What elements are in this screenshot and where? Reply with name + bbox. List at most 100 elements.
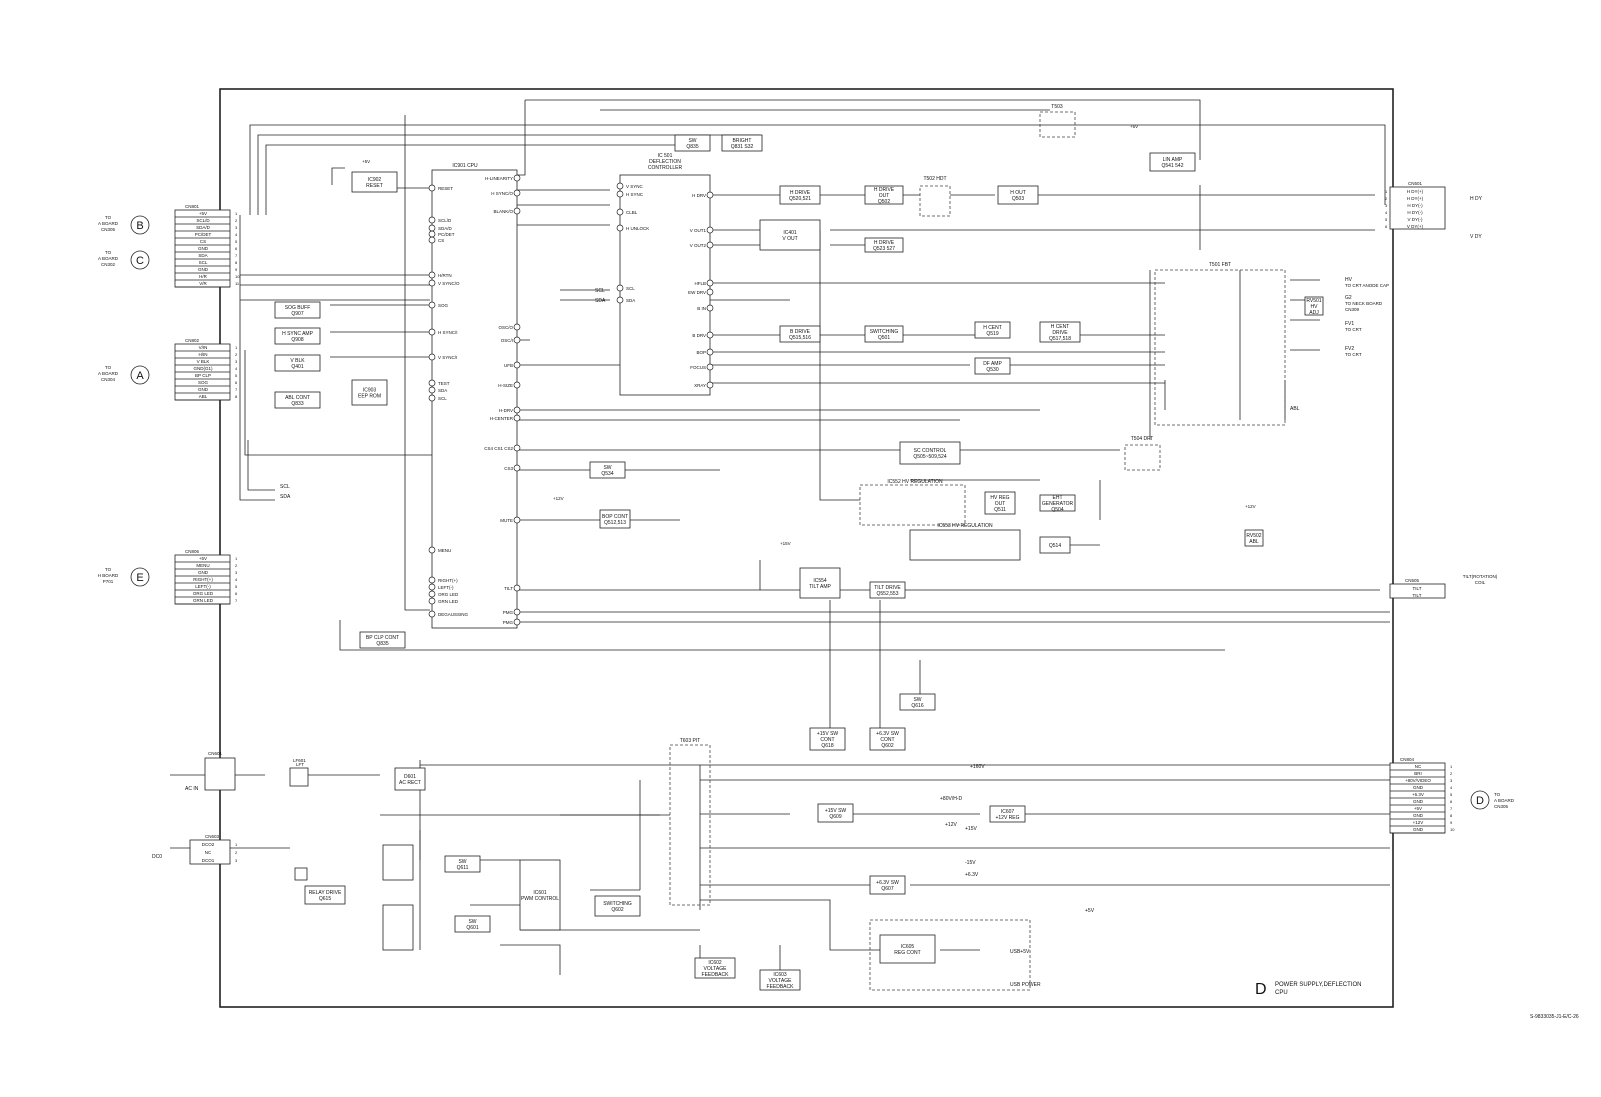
deflection-pin-label: SDA [626, 298, 635, 303]
deflection-pin-label: BOP [696, 350, 706, 355]
bdrive-block [779, 325, 821, 343]
vfb603-label: VOLTAGE [769, 978, 793, 984]
dfamp-label: Q530 [986, 367, 998, 373]
sogbuff-label: SOG BUFF [285, 305, 311, 311]
switching602-label: SWITCHING [603, 901, 632, 907]
connector-ref-A [130, 365, 150, 385]
regcont-label: IC605 [901, 944, 915, 950]
deflection-pin-label: B IN [697, 306, 706, 311]
cpu-pin-label: CS [438, 238, 444, 243]
cpu-pin-label: MENU [438, 548, 451, 553]
cpu-pin [428, 271, 436, 279]
cpu-pin [428, 328, 436, 336]
wire-6 [331, 167, 345, 185]
connector-pin-number: 3 [235, 359, 238, 364]
cpu-pin [513, 174, 521, 182]
cpu-pin-label: H-CENTER [490, 416, 514, 421]
cpu-pin [513, 414, 521, 422]
connector-pin-label: LEFT(-) [195, 584, 211, 589]
hv-dest: TO CRT ANODE CAP [1345, 283, 1389, 288]
vout-label: IC401 [783, 230, 797, 236]
cpu-pin [513, 464, 521, 472]
switching602-label: Q602 [611, 907, 623, 913]
cn501-pin-number: 5 [1385, 217, 1388, 222]
sw15-label: Q609 [829, 814, 841, 820]
deflection-pin [616, 284, 624, 292]
deflection-pin [706, 226, 714, 234]
cpu-pin-label: SCL [438, 396, 447, 401]
ic605 [382, 904, 414, 951]
connector-pin-label: GND [198, 387, 209, 392]
v-dy-label: V DY [1470, 234, 1482, 240]
deflection-pin [706, 191, 714, 199]
bpclp-label: BP CLP CONT [366, 635, 399, 641]
deflection-pin-label: V SYNC [626, 184, 644, 189]
bus-label: SCL [595, 288, 605, 294]
vfb602-label: VOLTAGE [704, 966, 728, 972]
reg12-block [989, 805, 1026, 823]
bpclp-block [359, 631, 406, 649]
connector-pin-number: 8 [235, 394, 238, 399]
cpu-pin-label: SOG [438, 303, 449, 308]
sw15cont-block [809, 727, 846, 751]
connector-pin-label: MENU [196, 563, 209, 568]
cpu-pin-label: H-LINEARITY [485, 176, 513, 181]
connector-pin-number: 6 [1450, 799, 1453, 804]
connector-pin-number: 4 [235, 577, 238, 582]
wire-0 [249, 124, 1386, 215]
v63-label: +6.3V [965, 872, 979, 878]
relaydrive-block [304, 885, 346, 905]
lft-label: LFT [296, 762, 304, 767]
cpu-pin [428, 236, 436, 244]
sw15cont-label: +15V SW [817, 731, 839, 737]
connector-ref-letter: D [1476, 795, 1484, 807]
cpu-pin-label: SDA [438, 388, 447, 393]
connector-pin-number: 1 [235, 556, 238, 561]
connector-pin-label: GRN LED [193, 598, 214, 603]
vblk-label: Q401 [291, 364, 303, 370]
deflection-title: IC 501 [658, 153, 673, 159]
cpu-pin [428, 216, 436, 224]
connector-pin-number: 8 [235, 260, 238, 265]
hdt-label: T502 HDT [923, 176, 946, 182]
vm15-label: -15V [965, 860, 976, 866]
ic606 [382, 844, 414, 881]
eeprom-block [351, 379, 388, 406]
hout-block [997, 185, 1039, 205]
fv1-dest: TO CRT [1345, 327, 1362, 332]
fv2-dest: TO CRT [1345, 352, 1362, 357]
hv-regulation-1 [859, 484, 966, 526]
cpu-pin-label: PMG [503, 610, 514, 615]
switching602-block [594, 895, 641, 917]
scontrol-label: SC CONTROL [914, 448, 947, 454]
deflection-pin [706, 348, 714, 356]
cn505-connector [1389, 583, 1446, 599]
scontrol-block [899, 441, 961, 465]
t603-transformer [669, 744, 711, 906]
cn505-pin: TILT [1413, 593, 1422, 598]
deflection-pin [706, 241, 714, 249]
connector-name: CN804 [1400, 757, 1415, 762]
hcentdrive-label: H CENT [1051, 324, 1070, 330]
vfb602-label: IC602 [708, 960, 722, 966]
cpu-pin-label: BLANK/O [493, 209, 513, 214]
supply-label: +12V [1245, 504, 1256, 509]
eeprom-label: IC903 [363, 388, 377, 394]
connector-pin-number: 4 [235, 232, 238, 237]
hvadj-label: HV [1311, 304, 1319, 310]
cpu-pin [513, 323, 521, 331]
abl-label: RV502 [1246, 533, 1261, 539]
ehtgen-label: EHT [1053, 495, 1063, 501]
bus-label: SDA [595, 298, 606, 304]
dfamp-block [974, 357, 1011, 375]
sw835-label: Q835 [686, 144, 698, 150]
bright-block [721, 134, 763, 152]
deflection-title: CONTROLLER [648, 165, 683, 171]
connector-ref-D [1470, 790, 1490, 810]
g2-dest: TO NECK BOARD [1345, 301, 1383, 306]
hsyncamp-label: H SYNC AMP [282, 331, 314, 337]
connector-pin-number: 6 [235, 591, 238, 596]
cn501-pin-label: H DY(-) [1407, 203, 1423, 208]
connector-pin-number: 1 [235, 345, 238, 350]
connectors [130, 186, 1490, 865]
